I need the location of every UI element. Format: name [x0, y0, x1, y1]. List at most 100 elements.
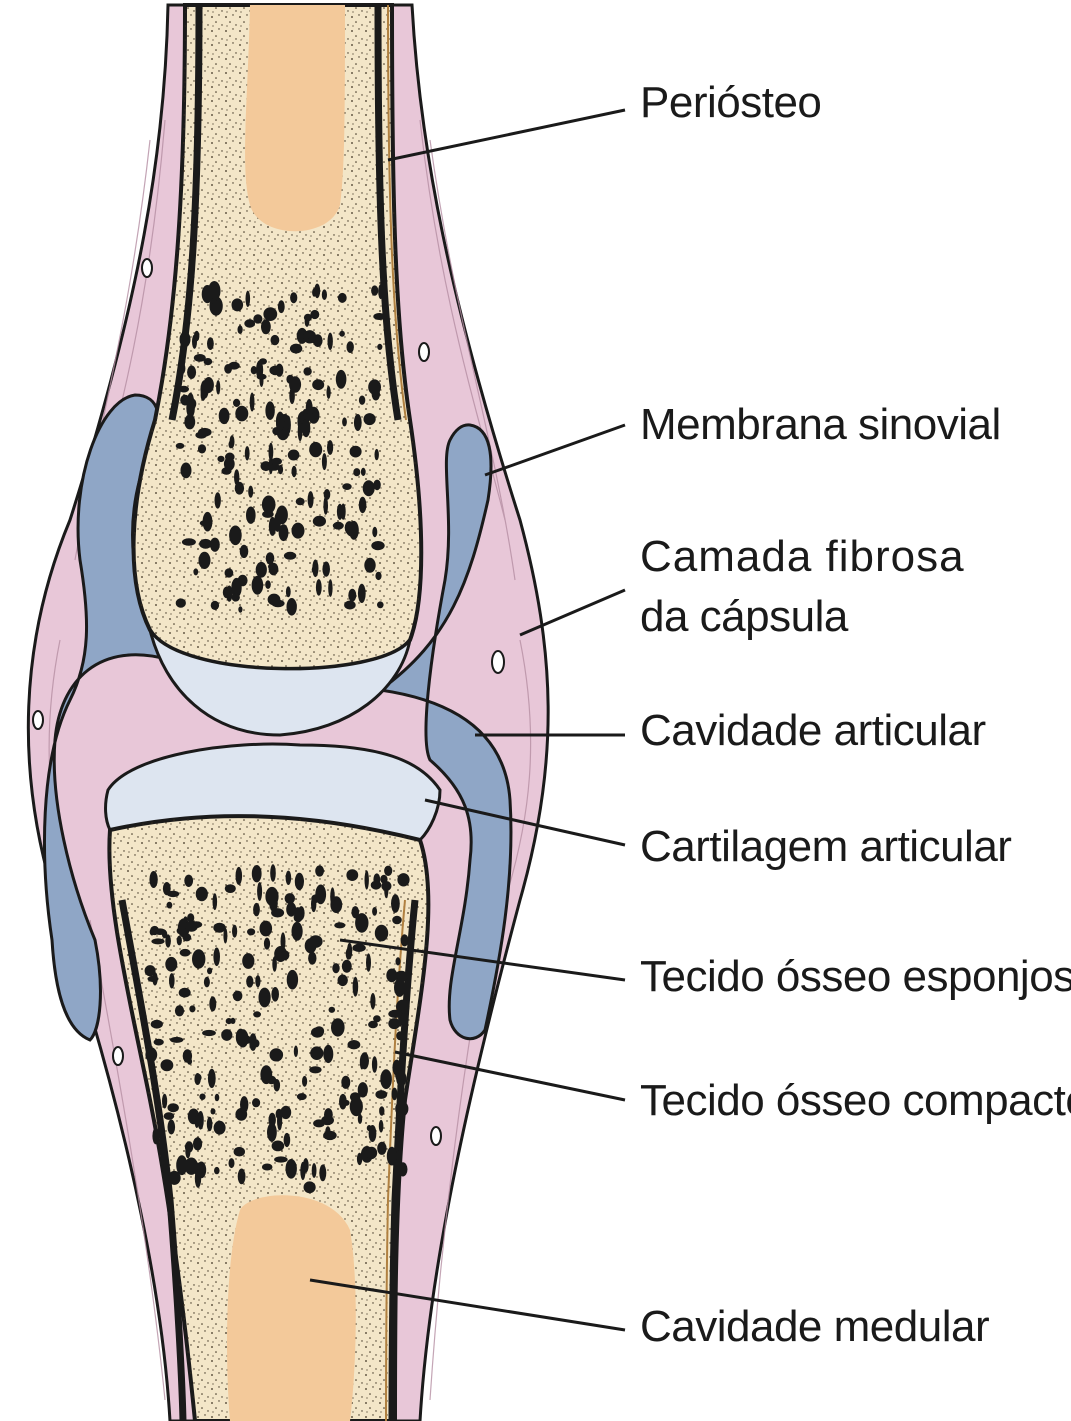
trabecula: [328, 579, 332, 597]
trabecula: [313, 1119, 325, 1127]
trabecula: [290, 344, 302, 354]
trabecula: [344, 601, 356, 610]
trabecula: [161, 1059, 174, 1071]
trabecula: [391, 894, 400, 913]
trabecula: [224, 457, 235, 471]
trabecula: [192, 949, 205, 968]
trabecula: [314, 1026, 324, 1035]
trabecula: [397, 873, 409, 886]
trabecula: [359, 396, 365, 405]
trabecula: [266, 552, 275, 564]
trabecula: [204, 977, 210, 988]
trabecula: [175, 1005, 184, 1016]
trabecula: [294, 1046, 298, 1058]
trabecula: [145, 965, 156, 976]
trabecula: [232, 593, 240, 601]
trabecula: [269, 366, 281, 376]
trabecula: [208, 1069, 216, 1088]
label-cartilagem-articular: Cartilagem articular: [640, 822, 1011, 872]
trabecula: [269, 1113, 276, 1127]
trabecula: [211, 1108, 216, 1114]
trabecula: [295, 873, 304, 890]
trabecula: [379, 1120, 384, 1133]
trabecula: [263, 307, 277, 321]
trabecula: [305, 331, 309, 340]
trabecula: [297, 1093, 307, 1100]
trabecula: [264, 938, 270, 950]
trabecula: [331, 1018, 345, 1036]
trabecula: [247, 928, 255, 935]
trabecula: [250, 393, 255, 412]
trabecula: [353, 977, 359, 997]
trabecula: [230, 1018, 235, 1024]
trabecula: [154, 1039, 164, 1046]
trabecula: [286, 871, 292, 885]
trabecula: [364, 558, 375, 573]
trabecula: [381, 881, 391, 891]
trabecula: [252, 865, 262, 882]
trabecula: [395, 1135, 399, 1153]
trabecula: [388, 1018, 400, 1029]
trabecula: [177, 936, 182, 946]
trabecula: [253, 1011, 261, 1017]
trabecula: [234, 1147, 245, 1157]
trabecula: [339, 331, 345, 337]
trabecula: [378, 284, 383, 299]
trabecula: [213, 923, 225, 933]
trabecula: [325, 1126, 330, 1136]
trabecula: [265, 401, 274, 420]
trabecula: [229, 441, 234, 449]
trabecula: [270, 1048, 284, 1061]
trabecula: [372, 1056, 377, 1073]
trabecula: [360, 1052, 369, 1069]
trabecula: [244, 319, 255, 327]
trabecula: [292, 523, 305, 539]
trabecula: [398, 1162, 407, 1176]
trabecula: [341, 1076, 350, 1089]
trabecula: [196, 887, 208, 902]
trabecula: [199, 552, 211, 569]
trabecula: [168, 1171, 181, 1185]
trabecula: [303, 367, 311, 375]
trabecula: [348, 1040, 361, 1049]
trabecula: [260, 1065, 272, 1084]
trabecula: [315, 865, 324, 876]
trabecula: [268, 563, 276, 570]
trabecula: [221, 1029, 232, 1041]
trabecula: [235, 406, 248, 422]
trabecula: [375, 449, 379, 460]
trabecula: [237, 1029, 248, 1047]
trabecula: [198, 444, 206, 453]
trabecula: [304, 1181, 316, 1193]
trabecula: [328, 333, 333, 350]
trabecula: [195, 432, 207, 439]
trabecula: [292, 466, 297, 477]
trabecula: [368, 1021, 378, 1028]
trabecula: [274, 512, 281, 532]
trabecula: [285, 893, 295, 904]
trabecula: [373, 480, 380, 491]
trabecula: [286, 586, 291, 597]
trabecula: [180, 332, 191, 348]
trabecula: [309, 442, 322, 457]
trabecula: [271, 335, 280, 345]
trabecula: [199, 1094, 205, 1100]
trabecula: [377, 344, 382, 350]
trabecula: [189, 1005, 195, 1012]
trabecula: [185, 1158, 198, 1175]
trabecula: [290, 292, 297, 303]
trabecula: [233, 991, 243, 1002]
trabecula: [310, 1046, 323, 1060]
trabecula: [246, 291, 251, 307]
trabecula: [151, 1020, 163, 1029]
trabecula: [366, 953, 371, 971]
trabecula: [215, 492, 221, 508]
label-membrana-sinovial: Membrana sinovial: [640, 400, 1001, 450]
trabecula: [288, 450, 300, 461]
trabecula: [168, 1120, 176, 1135]
trabecula: [278, 300, 285, 313]
trabecula: [358, 584, 366, 603]
trabecula: [377, 601, 384, 608]
trabecula: [233, 399, 240, 407]
trabecula: [176, 443, 185, 449]
